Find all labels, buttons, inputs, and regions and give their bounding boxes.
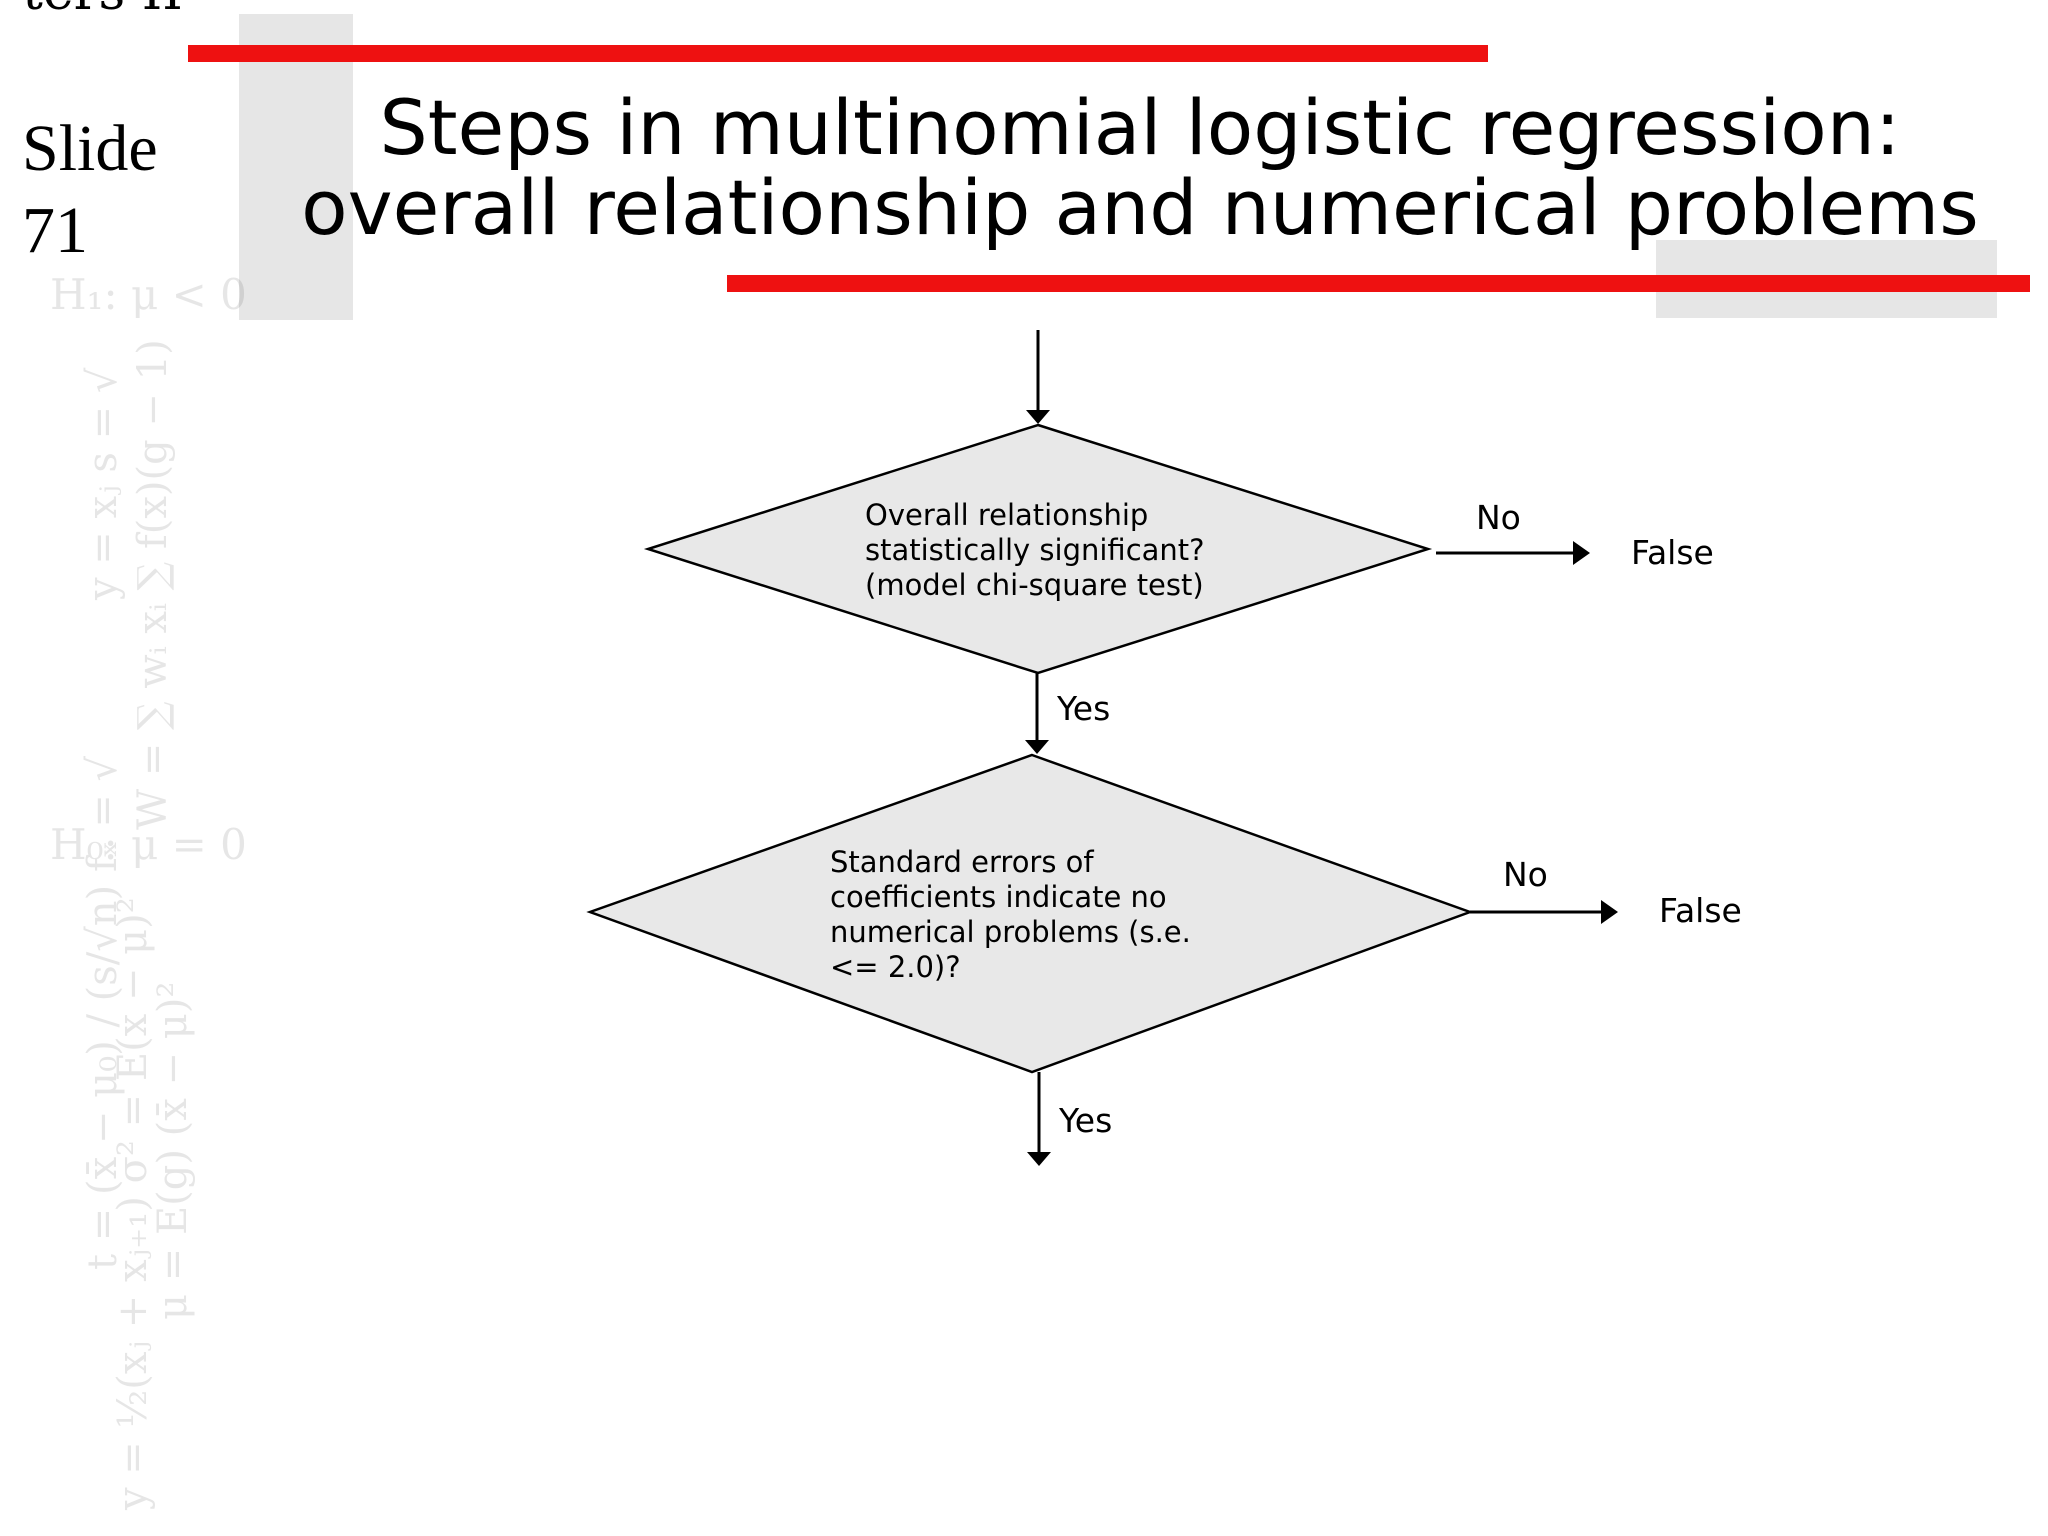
slide-title: Steps in multinomial logistic regression…: [300, 88, 1980, 248]
decorative-gray-block-left: [239, 14, 353, 320]
decision2-no-label: No: [1503, 855, 1548, 894]
incoming-arrowhead: [1026, 410, 1050, 424]
formula-h0: H₀: μ = 0: [50, 820, 247, 869]
title-red-bar-top: [188, 45, 1488, 62]
decision2-no-outcome: False: [1659, 891, 1742, 930]
decision2-yes-arrowhead: [1027, 1152, 1051, 1166]
decision2-no-arrowhead: [1601, 900, 1618, 924]
decision1-yes-label: Yes: [1057, 689, 1111, 728]
decision1-line-2: statistically significant?: [865, 533, 1205, 567]
decision2-line-1: Standard errors of: [830, 845, 1094, 879]
decision1-line-1: Overall relationship: [865, 498, 1149, 532]
slide-title-line-1: Steps in multinomial logistic regression…: [379, 83, 1901, 172]
decision2-line-2: coefficients indicate no: [830, 880, 1167, 914]
decision2-line-4: <= 2.0)?: [830, 950, 961, 984]
previous-header-fragment: ters II: [22, 0, 183, 22]
slide-label-word: Slide: [22, 112, 158, 185]
decision2-text: Standard errors of coefficients indicate…: [830, 845, 1191, 985]
decision2-line-3: numerical problems (s.e.: [830, 915, 1191, 949]
title-red-bar-bottom: [727, 275, 2030, 292]
decision1-no-arrowhead: [1573, 541, 1590, 565]
decision1-text: Overall relationship statistically signi…: [865, 498, 1205, 603]
slide-title-line-2: overall relationship and numerical probl…: [301, 163, 1979, 252]
background-formula-watermark: H₁: μ < 0 y = xⱼ s = √ W = ∑ wᵢ xᵢ ∑ f(x…: [50, 270, 247, 1520]
decision1-no-label: No: [1476, 498, 1521, 537]
decision1-line-3: (model chi-square test): [865, 568, 1204, 602]
slide-number-label: Slide 71: [22, 108, 158, 272]
formula-h1: H₁: μ < 0: [50, 270, 247, 319]
decision2-diamond: [586, 753, 1474, 1074]
decision1-yes-arrowhead: [1025, 740, 1049, 754]
decision2-yes-label: Yes: [1059, 1101, 1113, 1140]
decision1-no-outcome: False: [1631, 533, 1714, 572]
slide-label-number: 71: [22, 194, 88, 267]
